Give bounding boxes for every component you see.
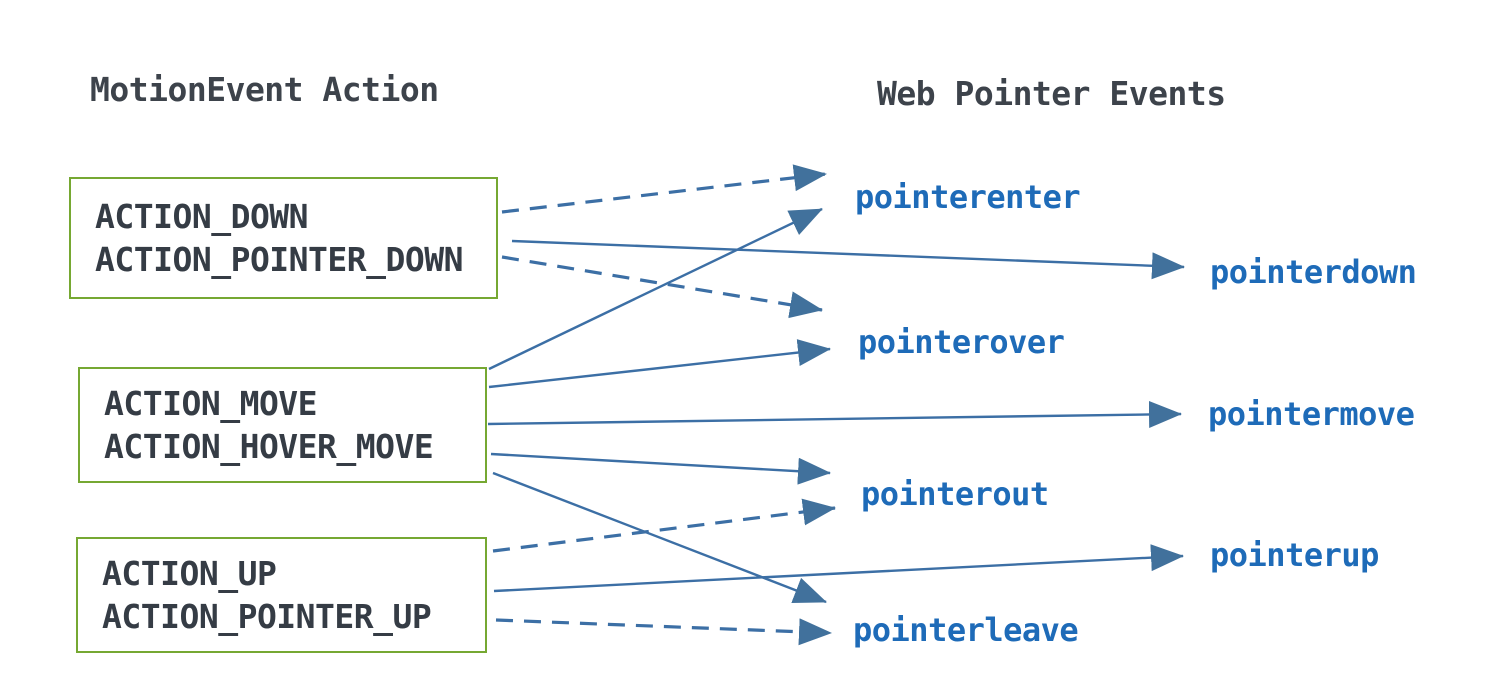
arrow-action-up-to-pointerleave-dashed — [495, 618, 832, 646]
event-label-pointermove: pointermove — [1208, 395, 1415, 433]
event-label-pointerout: pointerout — [861, 475, 1049, 513]
event-label-pointerup: pointerup — [1210, 536, 1379, 574]
event-label-pointerdown: pointerdown — [1210, 253, 1417, 291]
left-column-header: MotionEvent Action — [90, 70, 439, 109]
action-name: ACTION_POINTER_DOWN — [95, 240, 464, 279]
motion-action-box-action-move: ACTION_MOVE ACTION_HOVER_MOVE — [78, 367, 487, 483]
right-column-header: Web Pointer Events — [877, 74, 1226, 113]
event-label-pointerenter: pointerenter — [855, 178, 1081, 216]
arrow-action-move-to-pointerleave — [492, 471, 827, 604]
event-label-pointerover: pointerover — [858, 323, 1065, 361]
arrow-action-down-to-pointerover-dashed — [501, 255, 823, 319]
action-name: ACTION_HOVER_MOVE — [104, 427, 434, 466]
action-name: ACTION_MOVE — [104, 384, 318, 423]
action-name: ACTION_UP — [102, 554, 277, 593]
arrow-action-up-to-pointerout-dashed — [492, 498, 836, 553]
arrow-action-move-to-pointerover — [488, 339, 831, 389]
arrow-action-down-to-pointerenter-dashed — [501, 164, 827, 214]
event-label-pointerleave: pointerleave — [853, 611, 1079, 649]
arrow-action-move-to-pointermove — [487, 400, 1182, 428]
action-name: ACTION_DOWN — [95, 197, 309, 236]
arrow-action-move-to-pointerenter — [488, 207, 823, 371]
arrow-action-down-to-pointerdown — [511, 239, 1185, 280]
motion-action-box-action-down: ACTION_DOWN ACTION_POINTER_DOWN — [69, 177, 498, 299]
motion-action-box-action-up: ACTION_UP ACTION_POINTER_UP — [76, 537, 487, 653]
arrow-action-up-to-pointerup — [493, 544, 1184, 593]
arrow-action-move-to-pointerout — [490, 452, 831, 485]
action-name: ACTION_POINTER_UP — [102, 597, 432, 636]
